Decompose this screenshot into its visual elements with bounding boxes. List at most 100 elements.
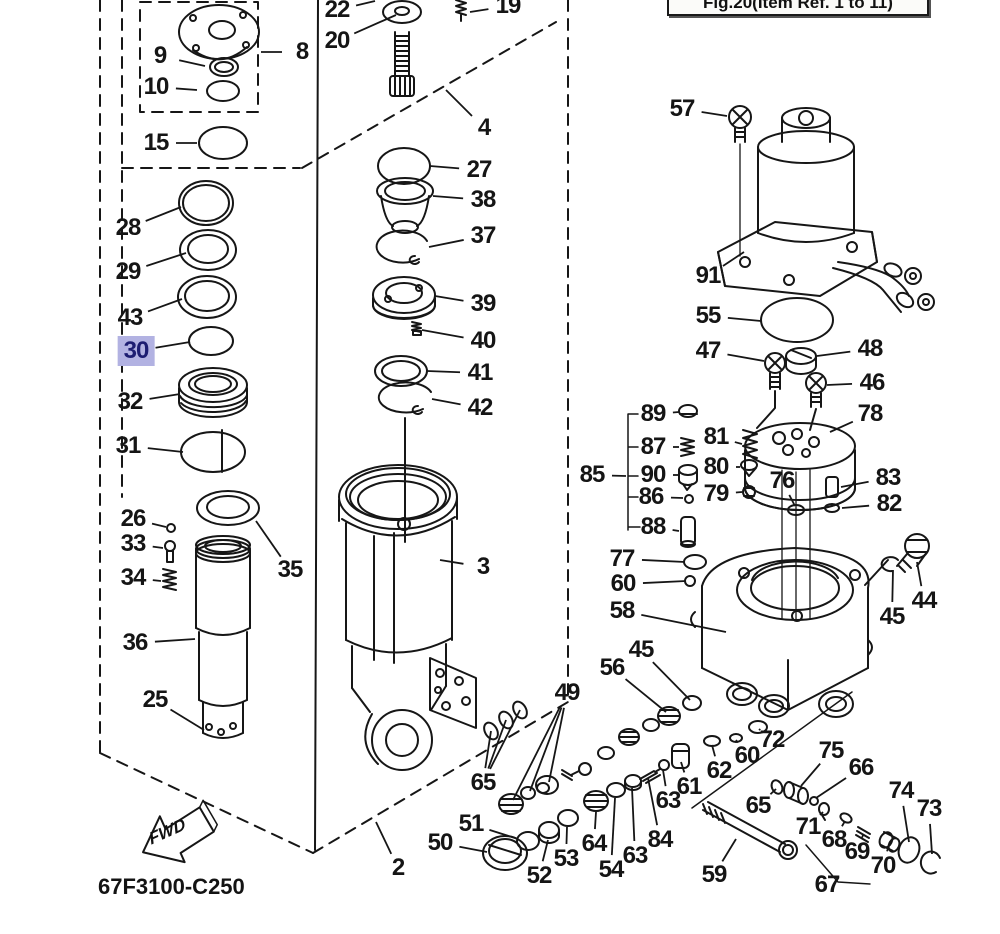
part-label-41[interactable]: 41 [467, 359, 494, 386]
part-label-84[interactable]: 84 [647, 826, 674, 853]
part-label-47[interactable]: 47 [695, 337, 722, 364]
part-label-34[interactable]: 34 [120, 564, 147, 591]
part-label-66[interactable]: 66 [848, 754, 875, 781]
leader-line-60 [642, 580, 687, 584]
part-label-91[interactable]: 91 [695, 262, 722, 289]
part-label-87[interactable]: 87 [640, 433, 667, 460]
part-label-75[interactable]: 75 [818, 737, 845, 764]
part-label-49[interactable]: 49 [554, 679, 581, 706]
part-label-72[interactable]: 72 [759, 726, 786, 753]
part-label-63[interactable]: 63 [655, 787, 682, 814]
part-label-69[interactable]: 69 [844, 838, 871, 865]
part-label-68[interactable]: 68 [821, 826, 848, 853]
part-label-44[interactable]: 44 [911, 587, 938, 614]
part-label-90[interactable]: 90 [640, 461, 667, 488]
leader-line-32 [149, 393, 181, 400]
part-label-28[interactable]: 28 [115, 214, 142, 241]
part-label-56[interactable]: 56 [599, 654, 626, 681]
part-label-42[interactable]: 42 [467, 394, 494, 421]
part-label-65[interactable]: 65 [470, 769, 497, 796]
part-label-45[interactable]: 45 [879, 603, 906, 630]
part-label-70[interactable]: 70 [870, 852, 897, 879]
part-label-55[interactable]: 55 [695, 302, 722, 329]
part-label-89[interactable]: 89 [640, 400, 667, 427]
part-label-74[interactable]: 74 [888, 777, 915, 804]
part-label-29[interactable]: 29 [115, 258, 142, 285]
part-label-52[interactable]: 52 [526, 862, 553, 889]
leader-line-82 [841, 504, 870, 509]
part-label-85[interactable]: 85 [579, 461, 606, 488]
part-label-38[interactable]: 38 [470, 186, 497, 213]
part-label-79[interactable]: 79 [703, 480, 730, 507]
part-label-81[interactable]: 81 [703, 423, 730, 450]
part-label-39[interactable]: 39 [470, 290, 497, 317]
part-label-57[interactable]: 57 [669, 95, 696, 122]
part-label-9[interactable]: 9 [153, 42, 167, 69]
part-label-71[interactable]: 71 [795, 813, 822, 840]
leader-line-62 [711, 744, 716, 757]
part-label-36[interactable]: 36 [122, 629, 149, 656]
part-label-43[interactable]: 43 [117, 304, 144, 331]
leader-line-10 [175, 87, 198, 91]
part-label-86[interactable]: 86 [638, 483, 665, 510]
part-label-77[interactable]: 77 [609, 545, 636, 572]
part-label-30[interactable]: 30 [117, 336, 155, 366]
part-label-58[interactable]: 58 [609, 597, 636, 624]
part-label-60[interactable]: 60 [610, 570, 637, 597]
part-label-27[interactable]: 27 [466, 156, 493, 183]
part-label-40[interactable]: 40 [470, 327, 497, 354]
part-label-59[interactable]: 59 [701, 861, 728, 888]
part-label-46[interactable]: 46 [859, 369, 886, 396]
part-label-73[interactable]: 73 [916, 795, 943, 822]
part-label-76[interactable]: 76 [769, 467, 796, 494]
part-label-48[interactable]: 48 [857, 335, 884, 362]
leader-line-66 [815, 777, 847, 799]
part-label-22[interactable]: 22 [324, 0, 351, 23]
part-label-67[interactable]: 67 [814, 871, 841, 898]
part-label-15[interactable]: 15 [143, 129, 170, 156]
leader-line-38 [432, 195, 464, 200]
part-label-62[interactable]: 62 [706, 757, 733, 784]
part-label-3[interactable]: 3 [476, 553, 490, 580]
part-label-35[interactable]: 35 [277, 556, 304, 583]
leader-line-45 [891, 569, 894, 603]
leader-line-65 [484, 730, 492, 769]
part-label-80[interactable]: 80 [703, 453, 730, 480]
leader-line-77 [641, 559, 686, 563]
leader-line-34 [152, 579, 162, 582]
part-label-32[interactable]: 32 [117, 388, 144, 415]
leader-line-35 [255, 520, 282, 558]
part-label-31[interactable]: 31 [115, 432, 142, 459]
part-label-88[interactable]: 88 [640, 513, 667, 540]
part-label-61[interactable]: 61 [676, 773, 703, 800]
part-label-2[interactable]: 2 [391, 854, 405, 881]
part-label-60[interactable]: 60 [734, 742, 761, 769]
part-label-65[interactable]: 65 [745, 792, 772, 819]
part-label-45[interactable]: 45 [628, 636, 655, 663]
part-label-78[interactable]: 78 [857, 400, 884, 427]
part-label-4[interactable]: 4 [477, 114, 491, 141]
part-label-54[interactable]: 54 [598, 856, 625, 883]
part-label-37[interactable]: 37 [470, 222, 497, 249]
leader-line-51 [489, 829, 519, 840]
part-label-83[interactable]: 83 [875, 464, 902, 491]
part-label-63[interactable]: 63 [622, 842, 649, 869]
part-label-8[interactable]: 8 [295, 38, 309, 65]
part-label-50[interactable]: 50 [427, 829, 454, 856]
leader-line-60 [735, 739, 739, 744]
leader-line-88 [672, 529, 680, 532]
part-label-19[interactable]: 19 [495, 0, 522, 19]
part-label-26[interactable]: 26 [120, 505, 147, 532]
leader-line-29 [146, 252, 187, 267]
part-label-64[interactable]: 64 [581, 830, 608, 857]
part-label-20[interactable]: 20 [324, 27, 351, 54]
part-label-82[interactable]: 82 [876, 490, 903, 517]
leader-line-36 [154, 638, 196, 643]
part-label-10[interactable]: 10 [143, 73, 170, 100]
part-label-53[interactable]: 53 [553, 845, 580, 872]
part-label-25[interactable]: 25 [142, 686, 169, 713]
part-label-33[interactable]: 33 [120, 530, 147, 557]
leader-line-81 [734, 441, 743, 445]
part-label-51[interactable]: 51 [458, 810, 485, 837]
